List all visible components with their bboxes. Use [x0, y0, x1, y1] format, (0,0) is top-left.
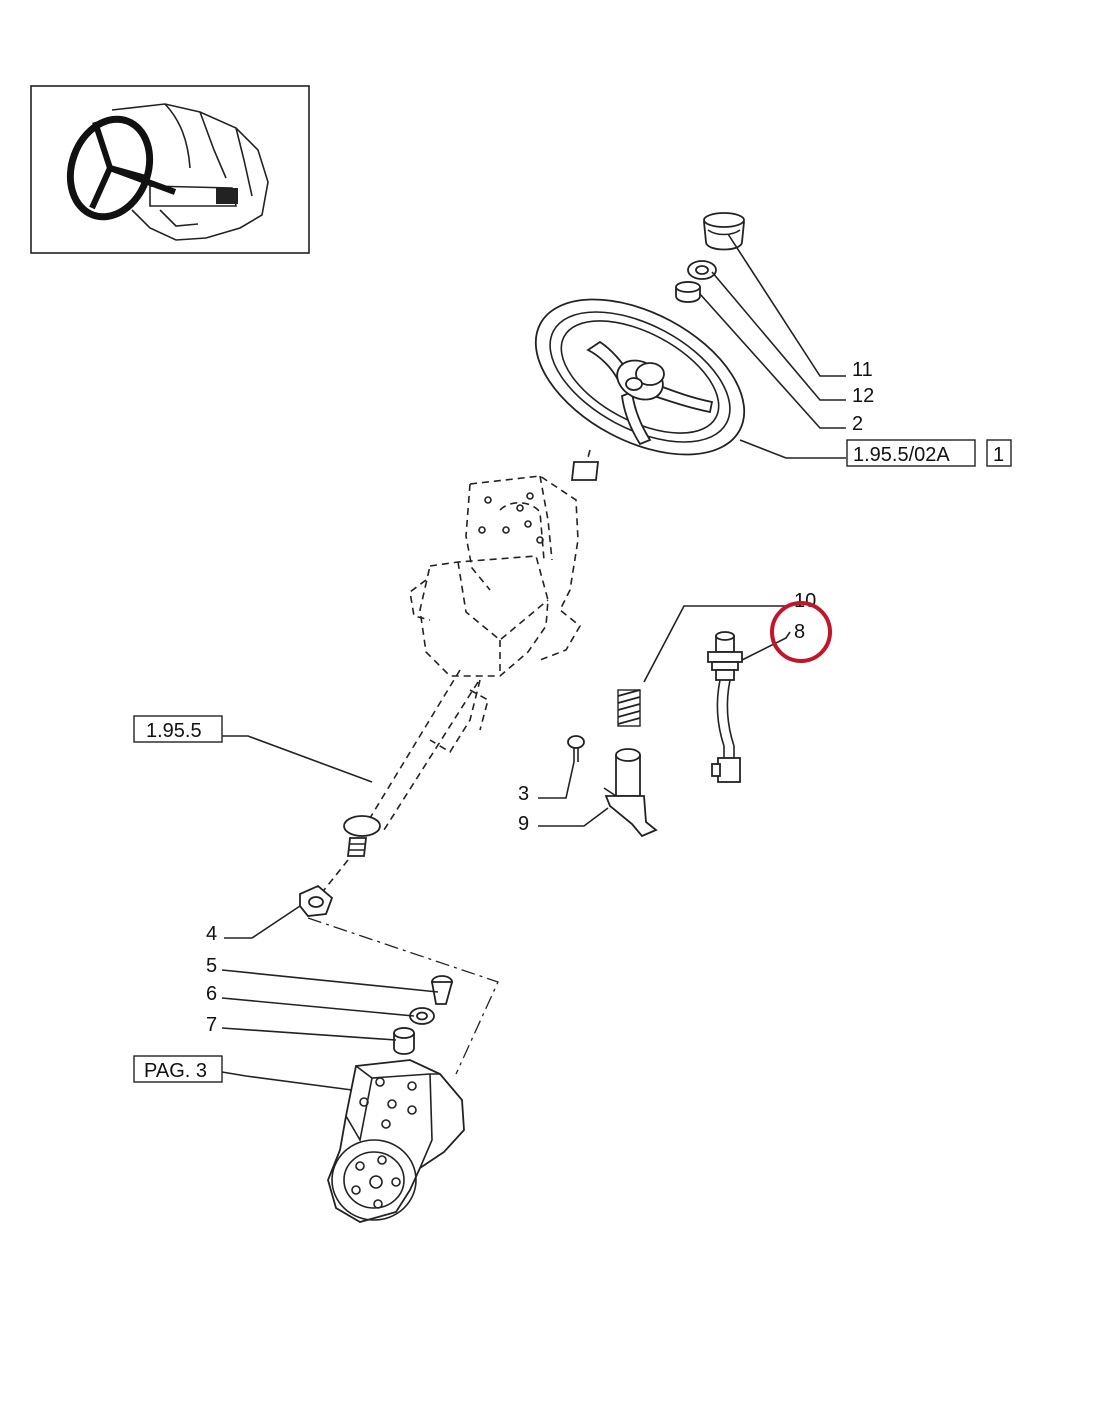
bolt-washer-part: [409, 1007, 435, 1025]
inset-cab-sketch: [111, 103, 269, 241]
callout-12: 12: [852, 385, 874, 407]
callout-2: 2: [852, 413, 863, 435]
inset-steering-wheel-icon: [66, 115, 177, 221]
bolt-nut-part: [393, 1027, 415, 1055]
callout-8: 8: [794, 621, 805, 643]
ref-steering-wheel-qty: 1: [993, 444, 1004, 466]
callout-10: 10: [794, 590, 816, 612]
assembly-line: [307, 917, 499, 1075]
callout-11: 11: [852, 359, 873, 381]
callout-9: 9: [518, 813, 529, 835]
ref-steering-wheel-code: 1.95.5/02A: [853, 444, 950, 466]
ref-column-code: 1.95.5: [146, 720, 202, 742]
highlight-circle: [770, 601, 832, 663]
ref-box-qty: 1: [986, 439, 1012, 467]
ref-box-column: 1.95.5: [133, 715, 223, 743]
callout-3: 3: [518, 783, 529, 805]
callout-6: 6: [206, 983, 217, 1005]
screw-part: [567, 735, 585, 762]
nut-part: [675, 281, 701, 303]
ref-box-steering-wheel: 1.95.5/02A: [846, 439, 976, 467]
callout-5: 5: [206, 955, 217, 977]
washer-part: [687, 260, 717, 280]
ref-pump-code: PAG. 3: [144, 1060, 207, 1082]
callout-4: 4: [206, 923, 217, 945]
steering-column-shaft-part: [315, 669, 479, 901]
bolt-part: [430, 975, 454, 1005]
wheel-cap-part: [703, 212, 745, 251]
ref-box-pump: PAG. 3: [133, 1055, 223, 1083]
switch-sensor-part: [707, 631, 743, 783]
spring-part: [617, 689, 641, 727]
coupler-part: [299, 884, 334, 917]
steering-wheel-part: [534, 298, 746, 456]
steering-pump-part: [327, 1059, 465, 1223]
leader-lines: [221, 233, 846, 1091]
inset-thumbnail: [30, 85, 310, 254]
callout-7: 7: [206, 1014, 217, 1036]
support-bracket-part: [603, 748, 658, 838]
column-bracket-part: [409, 449, 600, 754]
